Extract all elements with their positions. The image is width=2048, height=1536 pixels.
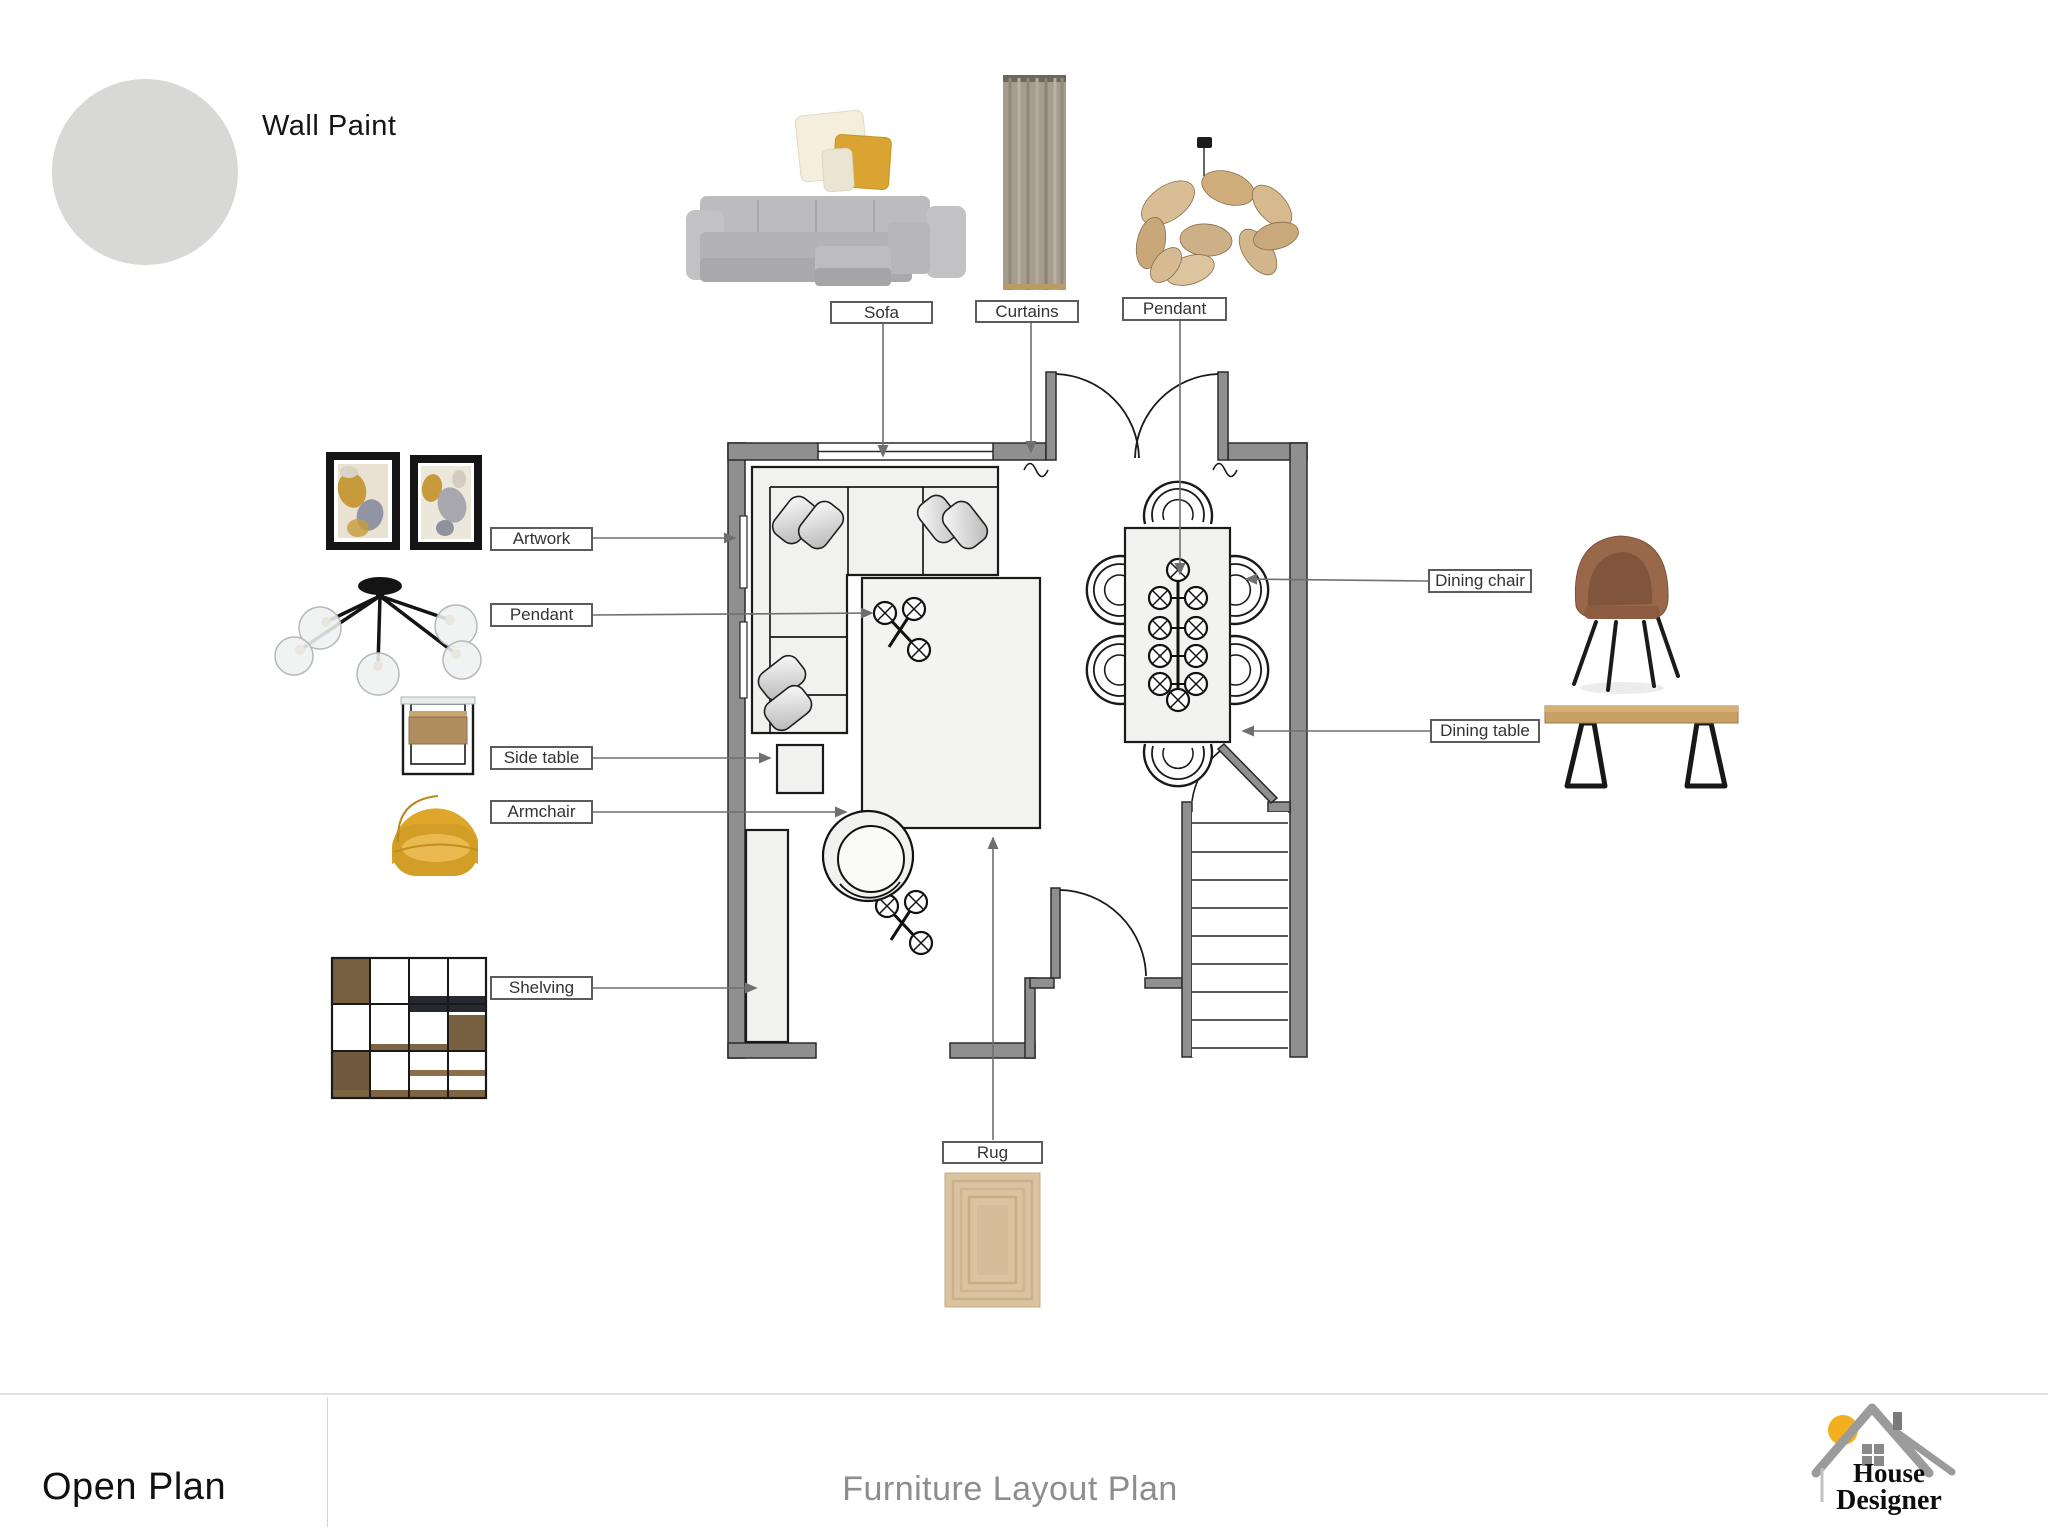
callout-side-table: Side table — [490, 746, 593, 770]
side-table-product-image — [400, 696, 476, 776]
rug-product-image — [944, 1172, 1041, 1308]
wall-paint-swatch — [52, 79, 238, 265]
callout-dining-chair: Dining chair — [1428, 569, 1532, 593]
plan-sofa — [750, 465, 1000, 736]
hall-door — [1050, 887, 1147, 979]
callout-sofa: Sofa — [830, 301, 933, 324]
plan-pendant-living-1 — [872, 596, 932, 663]
wall-paint-label: Wall Paint — [262, 110, 397, 142]
floor-plan — [727, 371, 1308, 1059]
window — [817, 441, 994, 462]
rattan-pendant-product-image — [1135, 137, 1299, 286]
brand-name-line2: Designer — [1836, 1485, 1942, 1516]
brand-name: House Designer — [1804, 1460, 1974, 1515]
callout-artwork: Artwork — [490, 527, 593, 551]
room-name: Open Plan — [42, 1466, 227, 1508]
plan-shelving — [744, 828, 790, 1044]
wall-artwork-markers — [739, 515, 748, 699]
dining-chair-product-image — [1572, 535, 1680, 694]
callout-curtains: Curtains — [975, 300, 1079, 323]
plan-side-table — [775, 743, 825, 795]
plan-pendant-dining — [1147, 557, 1209, 713]
shelving-product-image — [330, 956, 488, 1100]
dining-table-product-image — [1544, 705, 1739, 789]
callout-pendant-top: Pendant — [1122, 297, 1227, 321]
artwork-product-image — [326, 452, 482, 550]
stairs-door-leaf — [1216, 742, 1279, 805]
footer-vertical-divider — [327, 1397, 328, 1527]
sofa-product-image — [686, 109, 966, 286]
plan-pendant-living-2 — [874, 889, 934, 956]
globe-pendant-product-image — [274, 577, 482, 696]
plan-armchair — [821, 809, 915, 903]
footer-divider — [0, 1393, 2048, 1395]
callout-rug: Rug — [942, 1141, 1043, 1164]
callout-connectors — [592, 321, 1430, 1140]
logo-roof-icon — [1811, 1403, 1934, 1478]
callout-armchair: Armchair — [490, 800, 593, 824]
stairs — [1191, 742, 1288, 1057]
logo-window-icon — [1862, 1444, 1884, 1466]
callout-dining-table: Dining table — [1430, 719, 1540, 743]
logo-chimney-icon — [1893, 1412, 1902, 1430]
plan-title: Furniture Layout Plan — [842, 1470, 1178, 1508]
callout-pendant-left: Pendant — [490, 603, 593, 627]
curtains-product-image — [1003, 75, 1066, 290]
brand-name-line1: House — [1852, 1458, 1925, 1488]
armchair-product-image — [392, 795, 479, 876]
french-doors — [1023, 371, 1238, 478]
callout-shelving: Shelving — [490, 976, 593, 1000]
brand-logo — [1811, 1403, 1956, 1502]
